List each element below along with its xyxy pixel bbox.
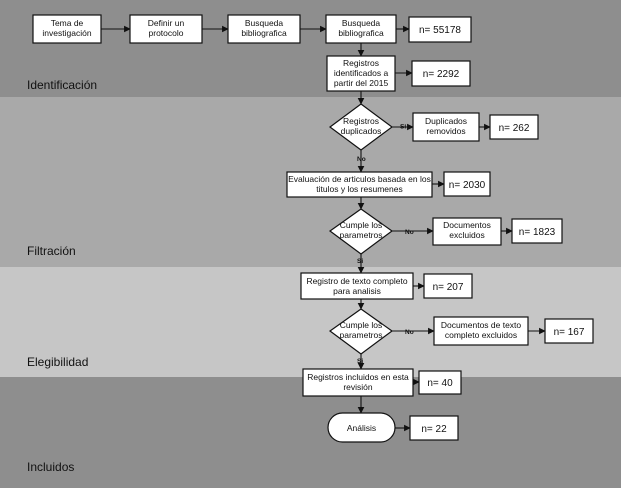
edge-label-no-cumple1: No: [405, 229, 414, 236]
node-incluidos-line-1: Registros incluidos en esta: [307, 372, 409, 382]
phase-label-filtracion: Filtración: [27, 244, 76, 258]
node-protocolo-line-1: Definir un: [148, 18, 185, 28]
node-busqueda2-line-1: Busqueda: [342, 18, 381, 28]
edges: [101, 25, 546, 432]
node-tema: Tema de investigación: [32, 14, 102, 44]
node-tema-line-1: Tema de: [51, 18, 84, 28]
edge-label-si-cumple2: Si: [357, 358, 363, 365]
decision-duplicados-line-2: duplicados: [341, 126, 382, 136]
node-evaluacion: Evaluación de articulos basada en los ti…: [286, 171, 433, 198]
edge-label-no-cumple2: No: [405, 329, 414, 336]
phase-label-elegibilidad: Elegibilidad: [27, 355, 89, 369]
node-busqueda2: Busqueda bibliografica: [325, 14, 397, 44]
edge-labels: Si No No Si No Si: [357, 124, 414, 366]
node-registros2015-line-1: Registros: [343, 58, 379, 68]
edge-label-si-cumple1: Si: [357, 258, 363, 265]
node-incluidos: Registros incluidos en esta revisión: [302, 368, 414, 397]
count-analisis-text: n= 22: [421, 424, 447, 435]
node-duplicados-removidos-line-2: removidos: [426, 126, 465, 136]
node-protocolo: Definir un protocolo: [129, 14, 203, 44]
node-texto-completo: Registro de texto completo para analisis: [300, 272, 414, 300]
node-excluidos2: Documentos de texto completo excluidos: [433, 316, 529, 346]
node-evaluacion-line-2: titulos y los resumenes: [316, 184, 402, 194]
node-busqueda1-line-1: Busqueda: [245, 18, 284, 28]
count-registros2015: n= 2292: [411, 60, 471, 87]
node-protocolo-line-2: protocolo: [149, 28, 184, 38]
node-busqueda1-line-2: bibliografica: [241, 28, 287, 38]
decision-duplicados: Registros duplicados: [328, 103, 394, 151]
decision-duplicados-line-1: Registros: [343, 116, 379, 126]
count-duplicados-text: n= 262: [499, 123, 530, 134]
count-busqueda-text: n= 55178: [419, 25, 461, 36]
decision-cumple1: Cumple los parametros: [328, 208, 394, 255]
node-excluidos2-line-1: Documentos de texto: [441, 320, 522, 330]
count-excluidos2-text: n= 167: [554, 327, 585, 338]
node-excluidos1: Documentos excluidos: [432, 217, 502, 246]
node-duplicados-removidos-line-1: Duplicados: [425, 116, 467, 126]
phase-label-incluidos: Incluidos: [27, 460, 75, 474]
node-evaluacion-line-1: Evaluación de articulos basada en los: [288, 174, 431, 184]
decision-cumple2: Cumple los parametros: [328, 308, 394, 355]
count-texto-completo-text: n= 207: [433, 282, 464, 293]
node-analisis-line-1: Análisis: [347, 423, 376, 433]
decision-cumple1-line-2: parametros: [340, 230, 383, 240]
count-incluidos-text: n= 40: [427, 378, 453, 389]
node-texto-completo-line-1: Registro de texto completo: [306, 276, 407, 286]
count-busqueda: n= 55178: [408, 16, 472, 43]
edge-label-si-duplicados: Si: [400, 124, 406, 131]
edge-label-no-duplicados: No: [357, 156, 366, 163]
node-busqueda2-line-2: bibliografica: [338, 28, 384, 38]
count-duplicados: n= 262: [489, 114, 539, 140]
node-excluidos1-line-1: Documentos: [443, 220, 491, 230]
node-excluidos1-line-2: excluidos: [449, 230, 484, 240]
node-duplicados-removidos: Duplicados removidos: [412, 112, 480, 142]
node-tema-line-2: investigación: [42, 28, 91, 38]
node-incluidos-line-2: revisión: [343, 382, 373, 392]
decision-cumple1-line-1: Cumple los: [340, 220, 383, 230]
node-registros2015-line-2: identificados a: [334, 68, 389, 78]
count-texto-completo: n= 207: [423, 273, 473, 299]
count-registros2015-text: n= 2292: [423, 69, 460, 80]
count-analisis: n= 22: [409, 415, 459, 441]
count-evaluacion: n= 2030: [443, 171, 491, 197]
decision-cumple2-line-2: parametros: [340, 330, 383, 340]
node-analisis: Análisis: [327, 412, 396, 443]
node-registros2015: Registros identificados a partir del 201…: [326, 55, 396, 92]
node-texto-completo-line-2: para analisis: [333, 286, 381, 296]
count-incluidos: n= 40: [418, 370, 462, 395]
decision-cumple2-line-1: Cumple los: [340, 320, 383, 330]
count-excluidos1: n= 1823: [511, 218, 563, 244]
count-evaluacion-text: n= 2030: [449, 180, 486, 191]
phase-label-identificacion: Identificación: [27, 78, 98, 92]
node-excluidos2-line-2: completo excluidos: [445, 330, 517, 340]
node-busqueda1: Busqueda bibliografica: [227, 14, 301, 44]
count-excluidos1-text: n= 1823: [519, 227, 556, 238]
count-excluidos2: n= 167: [544, 318, 594, 344]
phase-band-identificacion: [0, 0, 621, 97]
node-registros2015-line-3: partir del 2015: [334, 78, 389, 88]
